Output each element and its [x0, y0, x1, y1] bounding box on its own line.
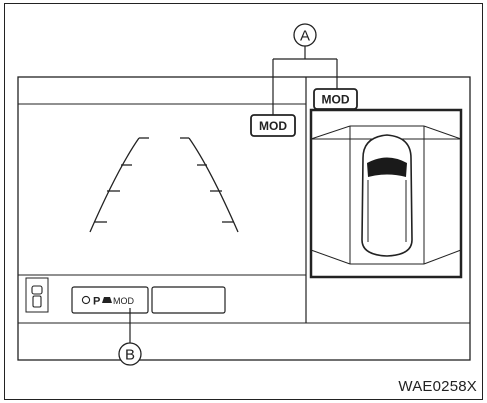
callout-b: B: [118, 342, 142, 366]
status-mod-text: MOD: [113, 296, 134, 306]
mod-badge-left: MOD: [250, 114, 296, 137]
indicator-light-icon: [81, 295, 91, 305]
mod-badge-top: MOD: [313, 88, 358, 110]
guide-line-left: [89, 137, 140, 233]
vehicle-top-view-icon: [361, 134, 413, 257]
around-view-panel: [309, 108, 463, 279]
svg-text:P: P: [93, 296, 100, 308]
guide-line-right: [188, 137, 239, 233]
predicted-course-lines: [89, 137, 239, 233]
callout-a: A: [293, 23, 317, 47]
svg-text:B: B: [125, 347, 135, 364]
callout-a-leader: [272, 46, 338, 115]
parking-assist-icon: P: [93, 296, 112, 308]
parking-indicator-box[interactable]: P MOD: [71, 286, 149, 314]
svg-text:A: A: [300, 28, 310, 45]
camera-switch-icon[interactable]: [25, 277, 49, 313]
svg-text:MOD: MOD: [322, 93, 350, 107]
status-empty-box[interactable]: [151, 286, 226, 314]
svg-text:MOD: MOD: [259, 119, 287, 133]
figure-code: WAE0258X: [398, 378, 477, 395]
